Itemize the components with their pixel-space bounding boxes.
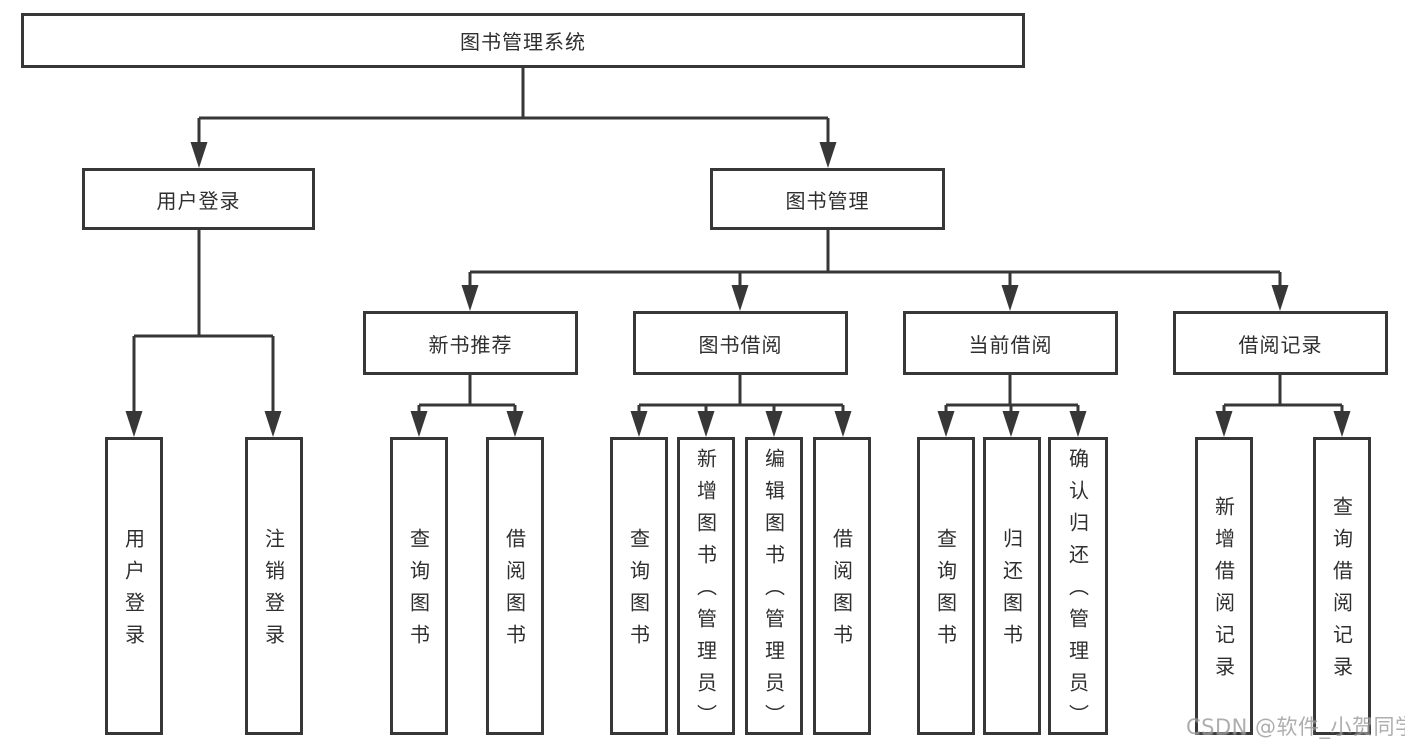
leaf-label: 用户登录 bbox=[121, 528, 146, 656]
leaf-label: 归还图书 bbox=[999, 528, 1024, 656]
leaf-label: 查询图书 bbox=[933, 528, 958, 656]
node-new-book-recommend: 新书推荐 bbox=[363, 311, 578, 375]
node-current-borrowing-label: 当前借阅 bbox=[968, 332, 1053, 357]
node-book-borrowing-label: 图书借阅 bbox=[698, 332, 783, 357]
leaf-query-books-borrowing: 查询图书 bbox=[610, 437, 668, 735]
node-new-book-recommend-label: 新书推荐 bbox=[428, 332, 513, 357]
leaf-label: 查询图书 bbox=[406, 528, 431, 656]
node-book-borrowing: 图书借阅 bbox=[633, 311, 848, 375]
leaf-query-books-current: 查询图书 bbox=[917, 437, 975, 735]
node-root-label: 图书管理系统 bbox=[460, 30, 586, 54]
leaf-add-borrow-record: 新增借阅记录 bbox=[1195, 437, 1253, 735]
leaf-edit-books-admin: 编辑图书（管理员） bbox=[745, 437, 803, 736]
leaf-label: 借阅图书 bbox=[829, 528, 854, 656]
arrowheads bbox=[125, 142, 1351, 437]
leaf-query-borrow-record: 查询借阅记录 bbox=[1313, 437, 1371, 735]
leaf-add-books-admin: 新增图书（管理员） bbox=[677, 437, 735, 736]
leaf-label: 确认归还（管理员） bbox=[1065, 448, 1090, 736]
leaf-query-books-recommend: 查询图书 bbox=[390, 437, 448, 735]
node-book-management-label: 图书管理 bbox=[785, 188, 870, 213]
leaf-borrow-books-borrowing: 借阅图书 bbox=[813, 437, 871, 735]
node-root: 图书管理系统 bbox=[21, 13, 1025, 68]
leaf-label: 查询借阅记录 bbox=[1329, 496, 1354, 688]
leaf-label: 查询图书 bbox=[626, 528, 651, 656]
leaf-return-books: 归还图书 bbox=[983, 437, 1041, 735]
leaf-user-login: 用户登录 bbox=[105, 437, 163, 735]
leaf-borrow-books-recommend: 借阅图书 bbox=[486, 437, 544, 735]
node-borrowing-records: 借阅记录 bbox=[1173, 311, 1388, 375]
leaf-label: 借阅图书 bbox=[502, 528, 527, 656]
node-current-borrowing: 当前借阅 bbox=[903, 311, 1118, 375]
leaf-confirm-return-admin: 确认归还（管理员） bbox=[1048, 437, 1108, 736]
node-user-login-label: 用户登录 bbox=[156, 188, 241, 213]
leaf-label: 编辑图书（管理员） bbox=[761, 448, 786, 736]
leaf-logout: 注销登录 bbox=[245, 437, 303, 735]
leaf-label: 新增图书（管理员） bbox=[693, 448, 718, 736]
csdn-watermark: CSDN @软件_小贺同学 bbox=[1186, 715, 1405, 739]
node-user-login: 用户登录 bbox=[82, 168, 315, 230]
leaf-label: 新增借阅记录 bbox=[1211, 496, 1236, 688]
node-book-management: 图书管理 bbox=[710, 168, 945, 230]
leaf-label: 注销登录 bbox=[261, 528, 286, 656]
node-borrowing-records-label: 借阅记录 bbox=[1238, 332, 1323, 357]
